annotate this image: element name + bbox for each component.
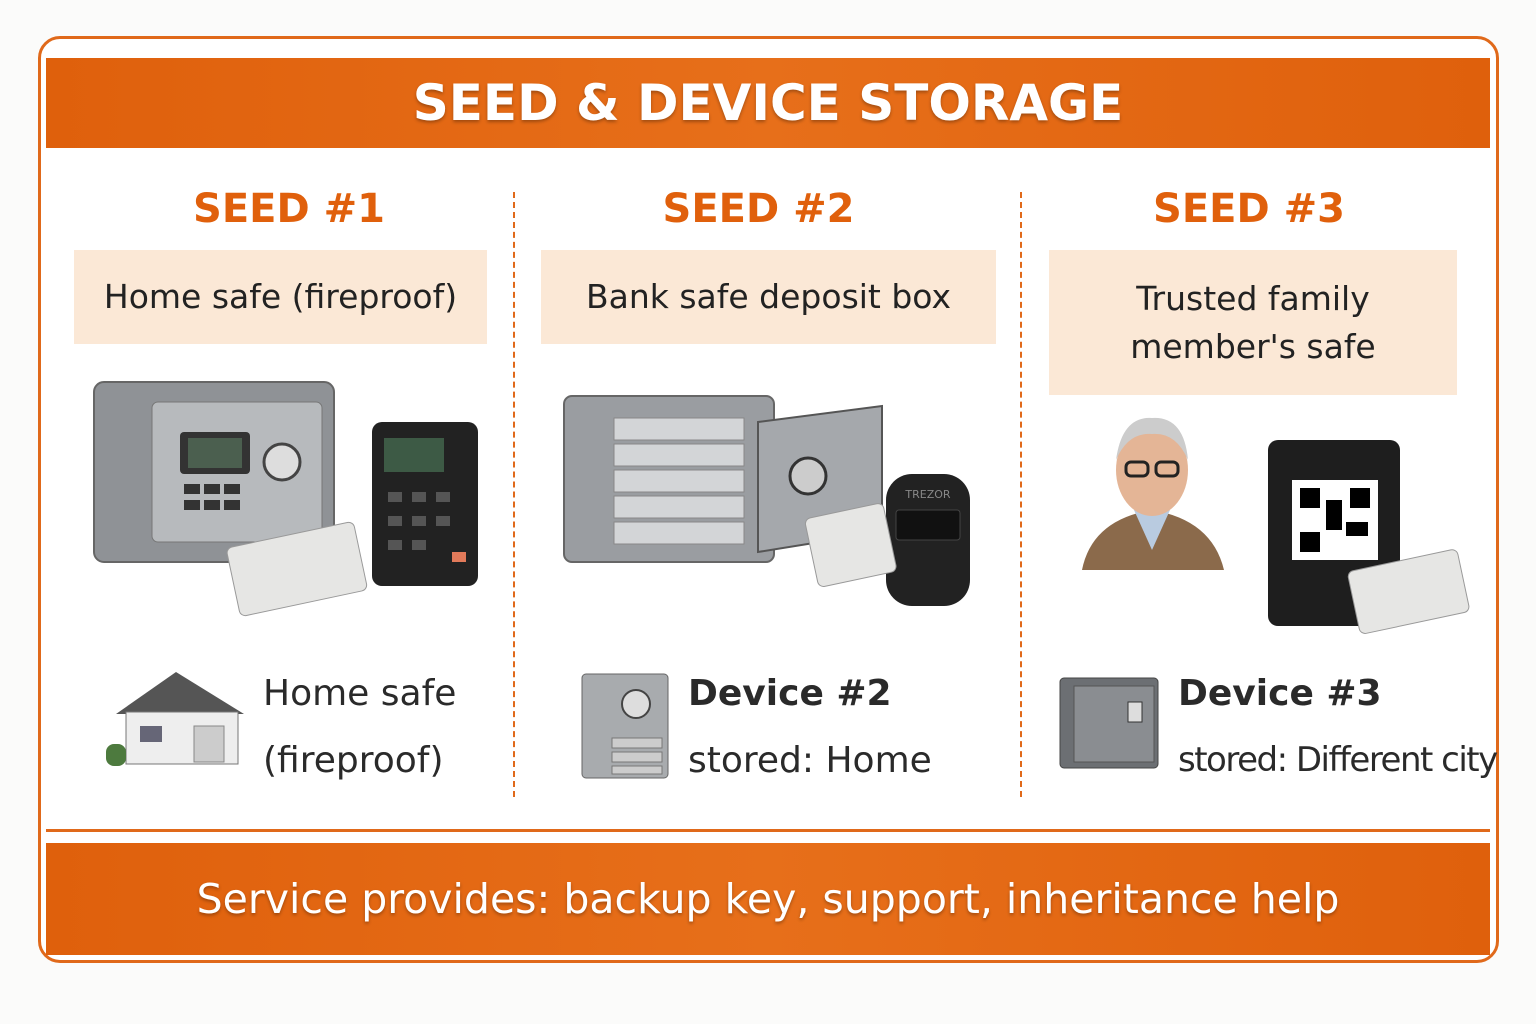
footer-banner: Service provides: backup key, support, i… (46, 843, 1490, 955)
device-2-subtitle: stored: Home (688, 740, 932, 781)
seed-1-device: Home safe (fireproof) (263, 660, 456, 794)
page-title: SEED & DEVICE STORAGE (46, 58, 1490, 148)
house-icon (106, 672, 244, 766)
column-divider (1020, 192, 1022, 797)
seed-3-location: Trusted family member's safe (1049, 250, 1457, 395)
seed-3-location-line2: member's safe (1130, 326, 1376, 366)
trezor-logo: TREZOR (904, 488, 951, 501)
seed-2-device: Device #2 stored: Home (688, 660, 932, 794)
seed-2-location-text: Bank safe deposit box (585, 277, 952, 317)
seed-3-device: Device #3 stored: Different city (1178, 660, 1498, 794)
seed-2-location: Bank safe deposit box (541, 250, 996, 344)
device-1-subtitle: (fireproof) (263, 740, 444, 781)
home-safe-illustration (93, 381, 478, 617)
safe-device-icon (581, 673, 669, 779)
device-1-title: Home safe (263, 673, 457, 714)
device-3-title: Device #3 (1178, 673, 1382, 714)
family-member-portrait (1082, 417, 1224, 570)
wall-safe-icon (1059, 677, 1159, 769)
seed-3-heading: SEED #3 (1153, 186, 1345, 232)
device-3-subtitle: stored: Different city (1178, 740, 1498, 780)
seed-1-location: Home safe (fireproof) (74, 250, 487, 344)
qr-device-illustration (1268, 440, 1470, 634)
seed-1-heading: SEED #1 (193, 186, 385, 232)
seed-1-location-text: Home safe (fireproof) (103, 277, 458, 317)
device-2-title: Device #2 (688, 673, 892, 714)
column-divider (513, 192, 515, 797)
seed-2-heading: SEED #2 (662, 186, 855, 232)
footer-divider (46, 829, 1490, 832)
seed-3-location-line1: Trusted family (1136, 278, 1370, 318)
bank-vault-illustration: TREZOR (563, 395, 970, 606)
